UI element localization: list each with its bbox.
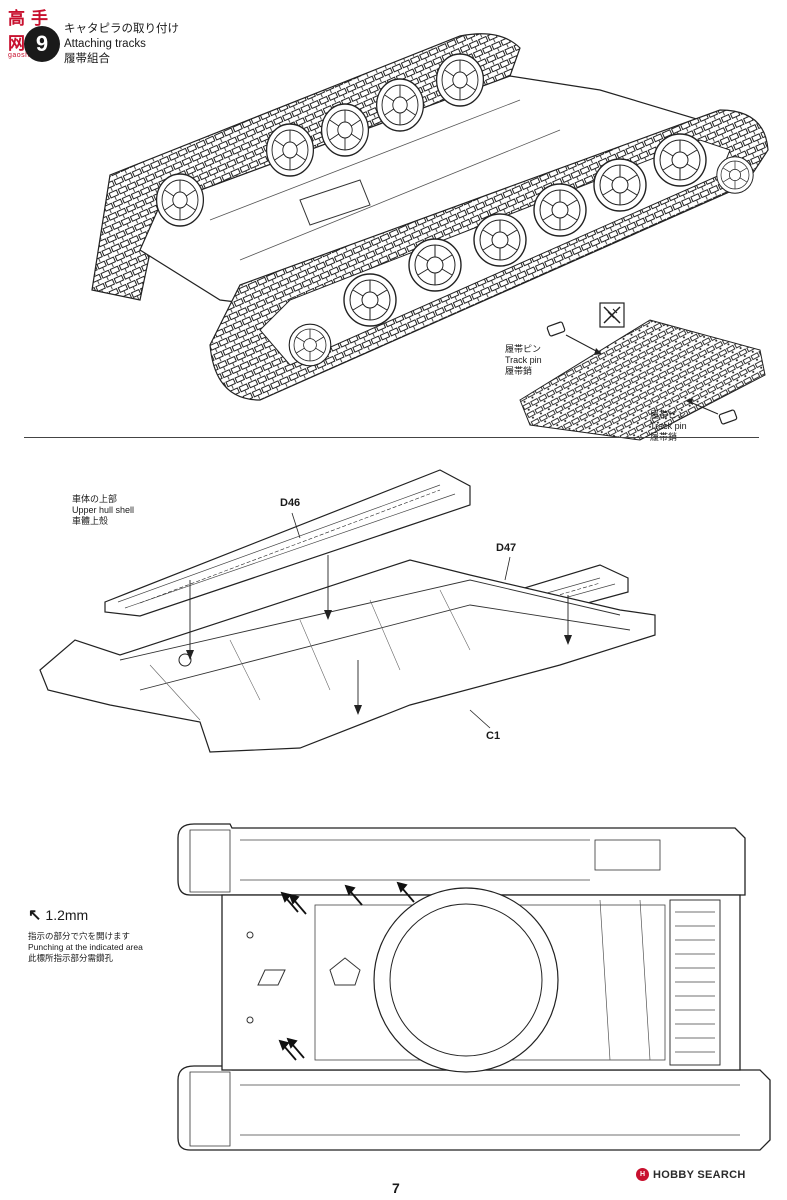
watermark-cn: 高手网 [8, 9, 54, 54]
watermark-hobbysearch: H HOBBY SEARCH [636, 1168, 746, 1181]
part-d46-label: D46 [280, 497, 301, 509]
upper-hull-exploded [39, 469, 656, 753]
track-pin-detail [519, 302, 766, 441]
track-pin-label-1: 履帯ピン Track pin 履帯銷 [505, 344, 542, 376]
section-divider [24, 437, 759, 438]
drill-arrows [278, 881, 415, 1061]
page-number: 7 [392, 1180, 400, 1196]
drill-arrow-icon: ↖ [28, 907, 42, 924]
track-pin-label-2: 履帯ピン Track pin 履帯銷 [650, 410, 687, 442]
upper-hull-label: 車体の上部 Upper hull shell 車體上殼 [72, 494, 135, 526]
drill-note-cn: 此標所指示部分需鑽孔 [28, 953, 114, 963]
hull-plan-view [177, 823, 771, 1151]
drill-note: ↖ 1.2mm 指示の部分で穴を開けます Punching at the ind… [28, 905, 143, 964]
drill-size: 1.2mm [45, 907, 89, 923]
chassis-with-tracks [91, 33, 769, 401]
step-title: キャタピラの取り付け Attaching tracks 履帯組合 [64, 22, 179, 67]
step-number-badge: 9 [24, 26, 60, 62]
drill-note-jp: 指示の部分で穴を開けます [28, 931, 131, 941]
part-c1-label: C1 [486, 730, 501, 742]
step-title-jp: キャタピラの取り付け [64, 23, 179, 35]
step-title-cn: 履帯組合 [64, 53, 110, 65]
drill-note-en: Punching at the indicated area [28, 942, 143, 952]
step-title-en: Attaching tracks [64, 38, 146, 50]
part-d47-label: D47 [496, 542, 517, 554]
hobbysearch-logo-icon: H [636, 1168, 649, 1181]
